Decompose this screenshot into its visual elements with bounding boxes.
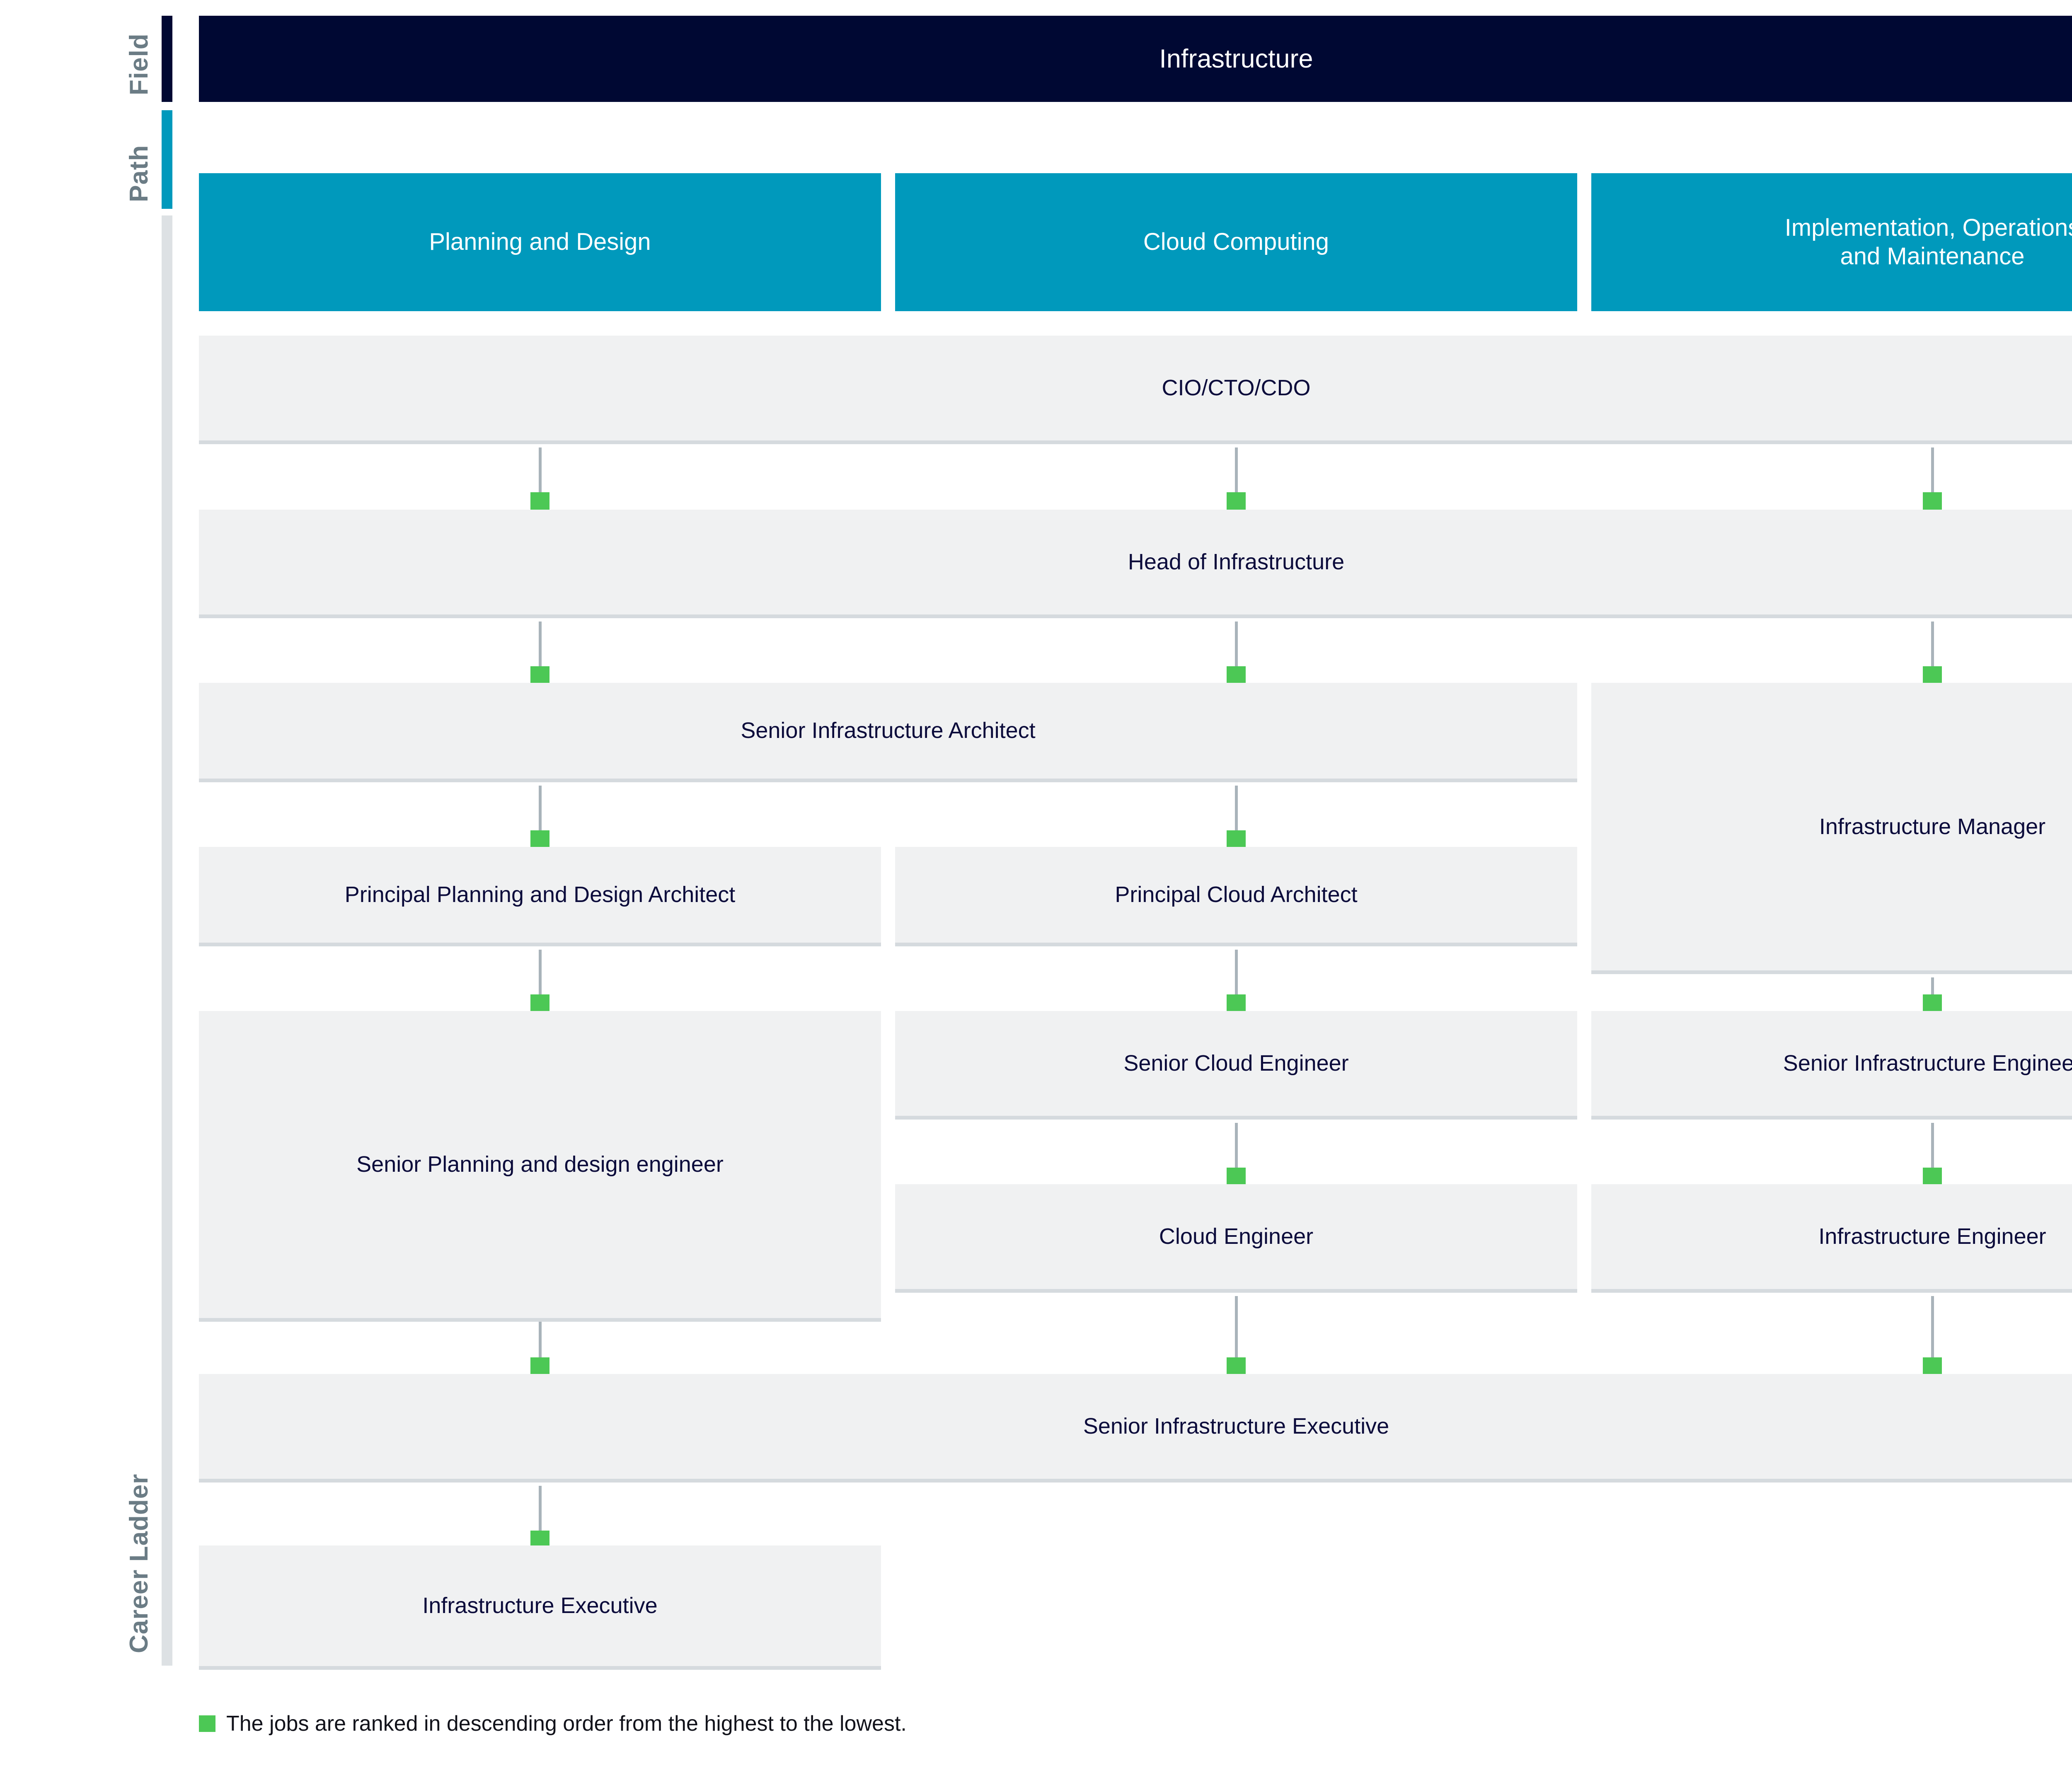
rank-marker-icon [1227,1357,1246,1376]
path-band-cloud-computing[interactable]: Cloud Computing [895,173,1577,311]
path-label-3: Implementation, Operations and Maintenan… [1784,214,2072,270]
path-band-planning-and-design[interactable]: Planning and Design [199,173,881,311]
career-ladder-rail-bar [162,215,172,1666]
job-box-senior-infrastructure-engineer[interactable]: Senior Infrastructure Engineer [1591,1011,2072,1120]
connector-line [1235,950,1238,1002]
job-box-principal-planning-and-design-architect[interactable]: Principal Planning and Design Architect [199,847,881,946]
connector-line [1931,1296,1934,1375]
field-title: Infrastructure [1159,44,1313,73]
job-box-head-of-infrastructure[interactable]: Head of Infrastructure [199,510,2072,618]
connector-line [1235,786,1238,838]
rank-marker-icon [530,1357,549,1376]
job-title: Senior Infrastructure Engineer [1783,1051,2072,1076]
connector-line [539,622,542,674]
path-rail-bar [162,110,172,209]
path-label-2: Cloud Computing [1143,228,1329,256]
rank-marker-icon [530,666,549,685]
connector-line [1931,447,1934,500]
rank-marker-icon [1227,994,1246,1013]
job-box-infrastructure-executive[interactable]: Infrastructure Executive [199,1545,881,1670]
rank-marker-icon [1227,492,1246,511]
job-title: Senior Infrastructure Executive [1083,1414,1389,1439]
path-rail-label: Path [125,145,153,202]
connector-line [539,1486,542,1538]
rank-marker-icon [530,830,549,849]
connector-line [1235,1296,1238,1375]
job-title: Infrastructure Executive [422,1593,658,1618]
path-band-implementation-operations-maintenance[interactable]: Implementation, Operations and Maintenan… [1591,173,2072,311]
field-band: Infrastructure [199,16,2072,102]
rank-marker-icon [1923,666,1942,685]
job-title: Senior Infrastructure Architect [741,718,1036,743]
job-title: Head of Infrastructure [1128,549,1345,575]
connector-line [539,786,542,838]
job-box-senior-infrastructure-executive[interactable]: Senior Infrastructure Executive [199,1374,2072,1483]
connector-line [1235,1123,1238,1175]
job-box-senior-infrastructure-architect[interactable]: Senior Infrastructure Architect [199,683,1577,782]
rank-marker-icon [1227,666,1246,685]
rank-marker-icon [1227,1168,1246,1187]
job-box-principal-cloud-architect[interactable]: Principal Cloud Architect [895,847,1577,946]
job-title: Principal Planning and Design Architect [344,882,736,907]
career-ladder-rail-label: Career Ladder [125,1473,153,1653]
rank-marker-icon [1923,1357,1942,1376]
job-box-infrastructure-engineer[interactable]: Infrastructure Engineer [1591,1184,2072,1293]
job-title: Senior Cloud Engineer [1123,1051,1349,1076]
connector-line [1931,622,1934,674]
rank-marker-icon [530,492,549,511]
job-title: Senior Planning and design engineer [356,1152,724,1177]
rank-marker-icon [1923,994,1942,1013]
job-box-cio-cto-cdo[interactable]: CIO/CTO/CDO [199,336,2072,444]
path-label-1: Planning and Design [429,228,651,256]
field-rail-bar [162,16,172,102]
connector-line [539,950,542,1002]
job-title: Principal Cloud Architect [1115,882,1358,907]
connector-line [1235,447,1238,500]
job-title: Cloud Engineer [1159,1224,1314,1249]
job-box-cloud-engineer[interactable]: Cloud Engineer [895,1184,1577,1293]
rank-marker-icon [530,994,549,1013]
connector-line [539,447,542,500]
job-box-senior-planning-and-design-engineer[interactable]: Senior Planning and design engineer [199,1011,881,1322]
rank-marker-icon [1923,492,1942,511]
connector-line [1235,622,1238,674]
job-title: Infrastructure Manager [1819,814,2046,839]
connector-line [1931,977,1934,1002]
rank-marker-icon [1227,830,1246,849]
job-title: CIO/CTO/CDO [1162,375,1311,401]
legend: The jobs are ranked in descending order … [199,1711,907,1736]
rank-marker-icon [1923,1168,1942,1187]
connector-line [1931,1123,1934,1175]
job-box-infrastructure-manager[interactable]: Infrastructure Manager [1591,683,2072,974]
rank-marker-icon [199,1715,215,1732]
legend-note: The jobs are ranked in descending order … [226,1712,907,1736]
job-box-senior-cloud-engineer[interactable]: Senior Cloud Engineer [895,1011,1577,1120]
field-rail-label: Field [125,33,153,95]
connector-line [539,1322,542,1374]
job-title: Infrastructure Engineer [1818,1224,2046,1249]
